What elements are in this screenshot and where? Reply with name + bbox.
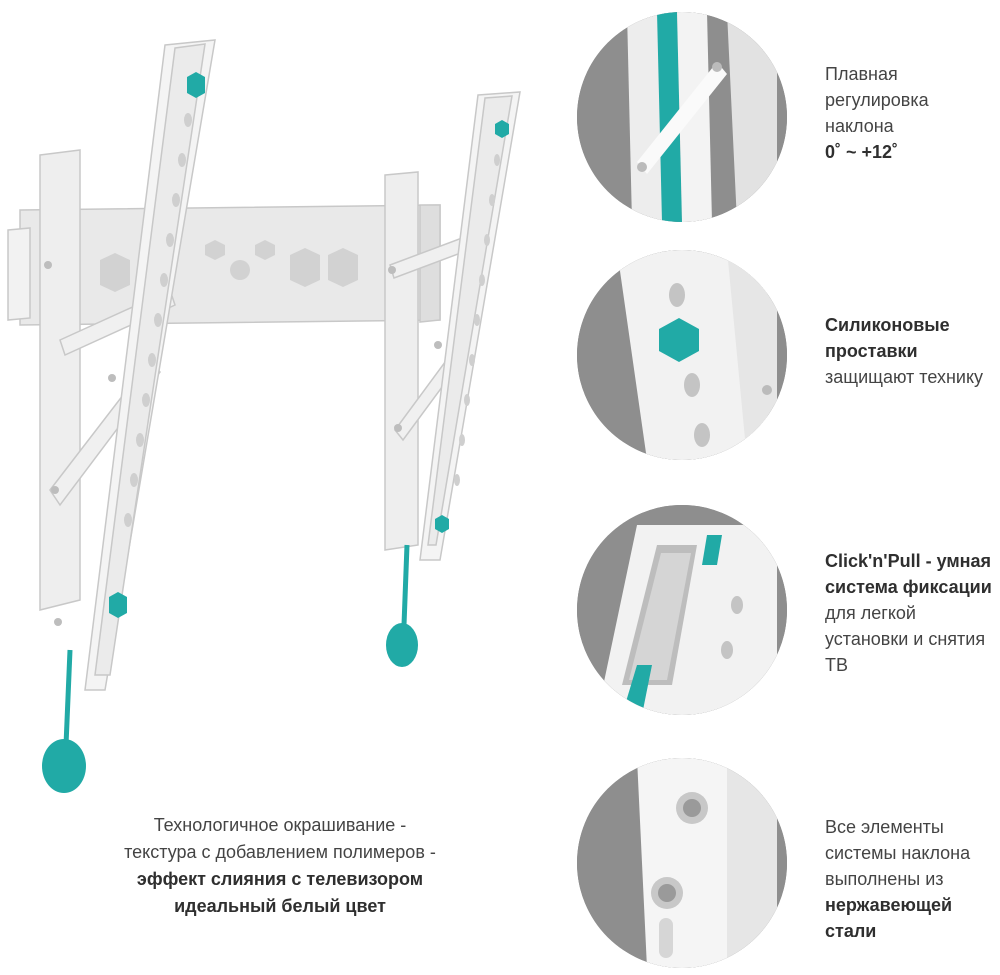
feature-steel-description: Все элементы системы наклона выполнены и… — [825, 817, 971, 889]
coating-caption-line-3: эффект слияния с телевизором — [136, 869, 424, 889]
feature-tilt-text: Плавная регулировка наклона 0˚ ~ +12˚ — [825, 61, 1000, 165]
detail-circle-silicone-spacer — [577, 250, 787, 460]
coating-caption-line-2: текстура с добавлением полимеров - — [124, 842, 436, 862]
feature-click-n-pull-title: Click'n'Pull - умная система фиксации — [825, 551, 992, 597]
feature-spacers-description: защищают технику — [825, 367, 984, 387]
coating-caption-line-1: Технологичное окрашивание - — [153, 815, 407, 835]
feature-tilt-range: 0˚ ~ +12˚ — [825, 142, 899, 162]
feature-click-n-pull-text: Click'n'Pull - умная система фиксации дл… — [825, 548, 1000, 678]
feature-click-n-pull-description: для легкой установки и снятия ТВ — [825, 603, 986, 675]
feature-steel-text: Все элементы системы наклона выполнены и… — [825, 814, 1000, 944]
coating-caption-line-4: идеальный белый цвет — [174, 896, 386, 916]
detail-circle-click-n-pull — [577, 505, 787, 715]
feature-tilt-description: Плавная регулировка наклона — [825, 64, 929, 136]
wall-mount-bracket-illustration — [7, 39, 521, 793]
feature-spacers-title: Силиконовые проставки — [825, 315, 950, 361]
feature-spacers-text: Силиконовые проставки защищают технику — [825, 312, 1000, 390]
detail-circle-stainless-steel — [577, 758, 787, 968]
detail-circle-tilt-mechanism — [577, 12, 787, 222]
feature-steel-material: нержавеющей стали — [825, 895, 953, 941]
coating-caption: Технологичное окрашивание - текстура с д… — [60, 812, 500, 920]
